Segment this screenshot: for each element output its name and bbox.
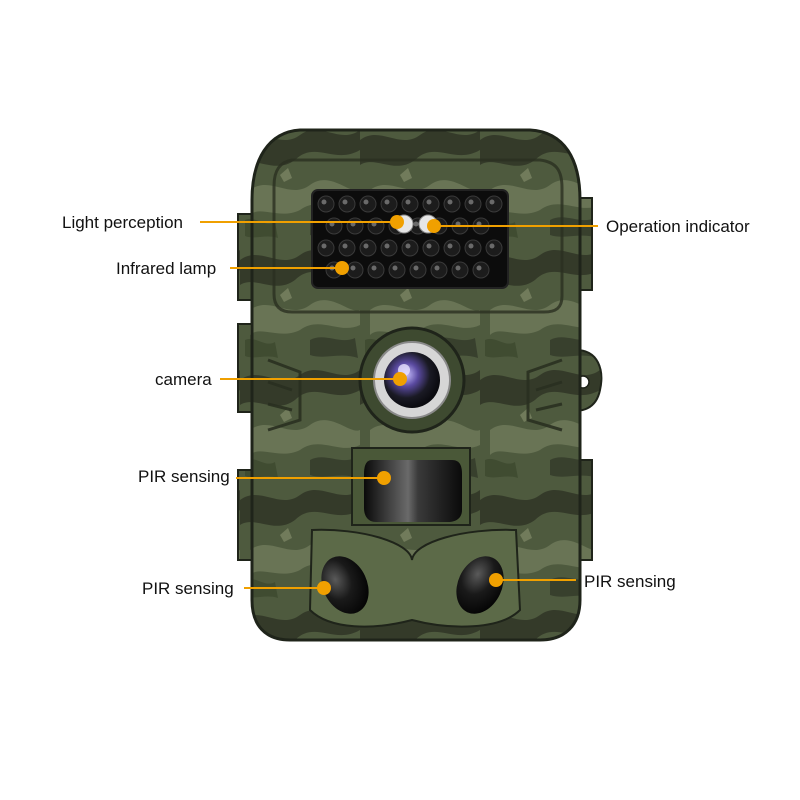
ir-led — [401, 239, 419, 257]
ir-led — [401, 195, 419, 213]
ir-led-highlight — [405, 243, 411, 249]
ir-led-highlight — [342, 199, 348, 205]
label-light-perception: Light perception — [62, 213, 183, 232]
center-pir-sensor — [364, 460, 462, 522]
ir-led — [346, 261, 364, 279]
ir-led-highlight — [413, 265, 419, 271]
ir-led — [443, 195, 461, 213]
dot-pir-center — [377, 471, 391, 485]
ir-led-highlight — [434, 265, 440, 271]
ir-led — [443, 239, 461, 257]
dot-camera — [393, 372, 407, 386]
ir-led-highlight — [476, 265, 482, 271]
ir-led — [338, 195, 356, 213]
ir-led — [464, 239, 482, 257]
right-pir-sensor — [456, 556, 504, 614]
ir-led-highlight — [447, 199, 453, 205]
ir-led-highlight — [455, 265, 461, 271]
ir-led-highlight — [321, 199, 327, 205]
ir-led-highlight — [350, 265, 356, 271]
top-bezel — [272, 158, 564, 314]
ir-led-highlight — [468, 199, 474, 205]
ir-led — [367, 217, 385, 235]
ir-led-highlight — [363, 199, 369, 205]
ir-led — [409, 261, 427, 279]
ir-led-highlight — [426, 243, 432, 249]
label-pir-center: PIR sensing — [138, 467, 230, 486]
ir-led-highlight — [447, 243, 453, 249]
ir-led — [338, 239, 356, 257]
dot-infrared-lamp — [335, 261, 349, 275]
ir-led — [380, 239, 398, 257]
label-operation-indicator: Operation indicator — [606, 217, 750, 236]
ir-led-highlight — [384, 243, 390, 249]
dot-light-perception — [390, 215, 404, 229]
ir-led-highlight — [426, 199, 432, 205]
ir-led-highlight — [413, 221, 419, 227]
ir-led-highlight — [342, 243, 348, 249]
ir-led — [367, 261, 385, 279]
ir-led-highlight — [321, 243, 327, 249]
ir-led-highlight — [489, 199, 495, 205]
ir-led — [317, 239, 335, 257]
dot-pir-right — [489, 573, 503, 587]
ir-led-highlight — [363, 243, 369, 249]
left-pir-sensor — [321, 556, 369, 614]
ir-led — [325, 217, 343, 235]
label-pir-left: PIR sensing — [142, 579, 234, 598]
dot-operation-indicator — [427, 219, 441, 233]
ir-led-grid — [317, 195, 503, 279]
ir-led — [430, 261, 448, 279]
callouts: Light perception Operation indicator Inf… — [62, 213, 750, 598]
dot-pir-left — [317, 581, 331, 595]
ir-led — [464, 195, 482, 213]
ir-led — [422, 195, 440, 213]
ir-led-highlight — [489, 243, 495, 249]
ir-led — [359, 239, 377, 257]
ir-led-highlight — [384, 199, 390, 205]
ir-led-highlight — [468, 243, 474, 249]
ir-led — [359, 195, 377, 213]
ir-led — [485, 239, 503, 257]
ir-led — [451, 261, 469, 279]
side-ridges — [267, 358, 563, 432]
ir-led-highlight — [371, 265, 377, 271]
ir-led — [317, 195, 335, 213]
label-camera: camera — [155, 370, 212, 389]
ir-led — [346, 217, 364, 235]
ir-led-highlight — [392, 265, 398, 271]
ir-led — [472, 261, 490, 279]
ir-led-highlight — [405, 199, 411, 205]
ir-led — [388, 261, 406, 279]
ir-led — [485, 195, 503, 213]
label-infrared-lamp: Infrared lamp — [116, 259, 216, 278]
camera-lens — [384, 352, 440, 408]
ir-led — [422, 239, 440, 257]
label-pir-right: PIR sensing — [584, 572, 676, 591]
ir-led — [380, 195, 398, 213]
